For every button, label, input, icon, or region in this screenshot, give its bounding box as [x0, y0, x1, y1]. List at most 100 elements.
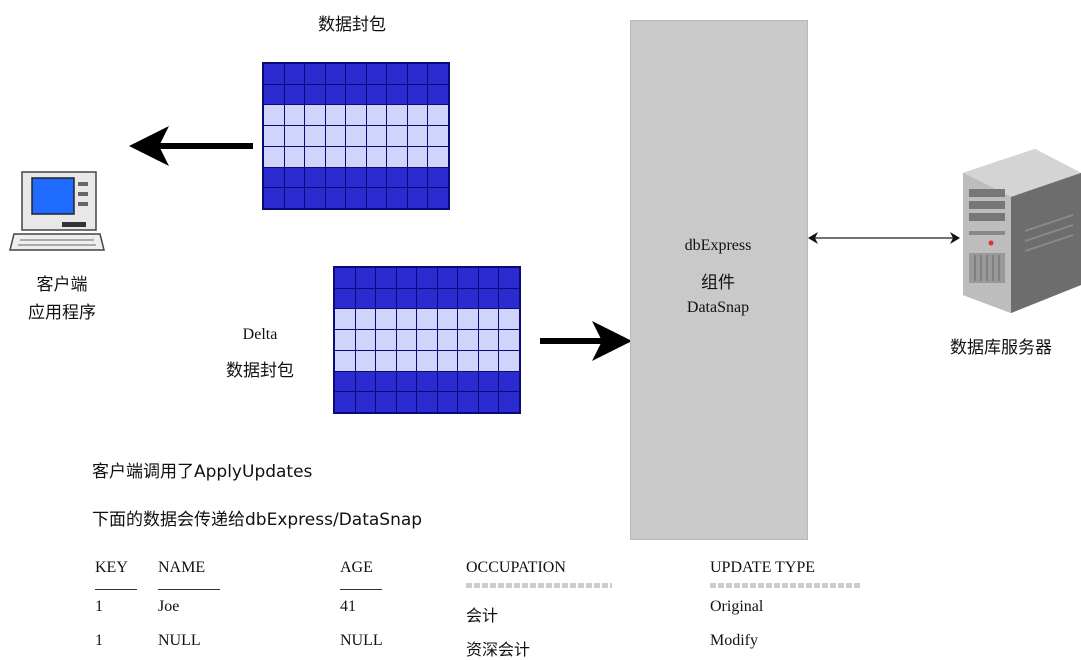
header-underline-update-type: [710, 583, 860, 588]
grid-cell: [387, 64, 407, 84]
grid-cell: [335, 268, 355, 288]
grid-cell: [305, 188, 325, 208]
table-row-2-occupation: 资深会计: [466, 640, 531, 659]
table-row-1-age: 41: [340, 598, 356, 615]
grid-cell: [437, 350, 458, 371]
grid-cell: [396, 309, 417, 330]
grid-cell: [396, 330, 417, 350]
grid-cell: [428, 188, 448, 208]
table-row-2-update-type: Modify: [710, 632, 758, 649]
grid-cell: [335, 330, 355, 350]
table-row-1-key: 1: [95, 598, 103, 615]
database-server-icon: [963, 149, 1081, 313]
grid-cell: [366, 188, 387, 208]
grid-cell: [284, 146, 305, 167]
grid-cell: [284, 126, 305, 146]
grid-cell: [458, 330, 478, 350]
note-line2: 下面的数据会传递给dbExpress/DataSnap: [92, 510, 423, 530]
grid-cell: [355, 350, 376, 371]
grid-cell: [478, 371, 499, 392]
grid-cell: [335, 371, 355, 392]
computer-icon: [9, 171, 105, 251]
table-header-occupation: OCCUPATION: [466, 559, 566, 576]
grid-cell: [264, 146, 284, 167]
dbexpress-datasnap-box: [630, 20, 808, 540]
grid-cell: [346, 84, 366, 105]
grid-cell: [499, 330, 519, 350]
grid-cell: [325, 105, 346, 126]
grid-cell: [284, 105, 305, 126]
grid-cell: [437, 309, 458, 330]
grid-cell: [335, 392, 355, 412]
grid-cell: [284, 167, 305, 188]
table-row-2-age: NULL: [340, 632, 383, 649]
table-header-name: NAME: [158, 559, 206, 576]
grid-cell: [376, 288, 396, 309]
grid-cell: [417, 268, 437, 288]
grid-cell: [478, 392, 499, 412]
grid-cell: [305, 126, 325, 146]
middle-label-line1: dbExpress: [684, 237, 752, 254]
grid-cell: [284, 188, 305, 208]
grid-cell: [305, 146, 325, 167]
grid-cell: [376, 268, 396, 288]
grid-cell: [458, 371, 478, 392]
grid-cell: [325, 64, 346, 84]
grid-cell: [478, 309, 499, 330]
grid-cell: [387, 146, 407, 167]
table-row-2-key: 1: [95, 632, 103, 649]
grid-cell: [417, 350, 437, 371]
grid-cell: [335, 350, 355, 371]
data-packet-grid-top: [262, 62, 450, 210]
grid-cell: [376, 371, 396, 392]
db-server-label: 数据库服务器: [950, 338, 1052, 358]
grid-cell: [387, 167, 407, 188]
grid-cell: [428, 105, 448, 126]
grid-cell: [366, 64, 387, 84]
grid-cell: [305, 105, 325, 126]
grid-cell: [366, 167, 387, 188]
table-header-key: KEY: [95, 559, 128, 576]
grid-cell: [346, 146, 366, 167]
grid-cell: [437, 330, 458, 350]
grid-cell: [305, 84, 325, 105]
middle-label-line3: DataSnap: [686, 299, 750, 316]
top-packet-label: 数据封包: [318, 15, 386, 35]
grid-cell: [458, 309, 478, 330]
grid-cell: [346, 64, 366, 84]
client-label-line1: 客户端: [36, 275, 88, 295]
delta-packet-grid: [333, 266, 521, 414]
grid-cell: [407, 105, 428, 126]
header-underline-key: [95, 589, 137, 590]
grid-cell: [366, 84, 387, 105]
grid-cell: [396, 288, 417, 309]
grid-cell: [478, 288, 499, 309]
grid-cell: [284, 84, 305, 105]
grid-cell: [346, 188, 366, 208]
grid-cell: [396, 371, 417, 392]
grid-cell: [417, 392, 437, 412]
grid-cell: [458, 288, 478, 309]
grid-cell: [396, 392, 417, 412]
grid-cell: [346, 167, 366, 188]
middle-label-line2: 组件: [701, 273, 735, 293]
grid-cell: [407, 126, 428, 146]
grid-cell: [376, 392, 396, 412]
grid-cell: [376, 330, 396, 350]
grid-cell: [305, 64, 325, 84]
grid-cell: [366, 146, 387, 167]
table-row-2-name: NULL: [158, 632, 201, 649]
arrow-right-icon: [540, 321, 632, 361]
grid-cell: [387, 126, 407, 146]
grid-cell: [428, 84, 448, 105]
grid-cell: [335, 288, 355, 309]
header-underline-occupation: [466, 583, 612, 588]
grid-cell: [264, 64, 284, 84]
grid-cell: [407, 84, 428, 105]
grid-cell: [428, 146, 448, 167]
grid-cell: [325, 188, 346, 208]
delta-label-line2: 数据封包: [226, 361, 294, 381]
grid-cell: [437, 392, 458, 412]
grid-cell: [346, 105, 366, 126]
grid-cell: [264, 84, 284, 105]
